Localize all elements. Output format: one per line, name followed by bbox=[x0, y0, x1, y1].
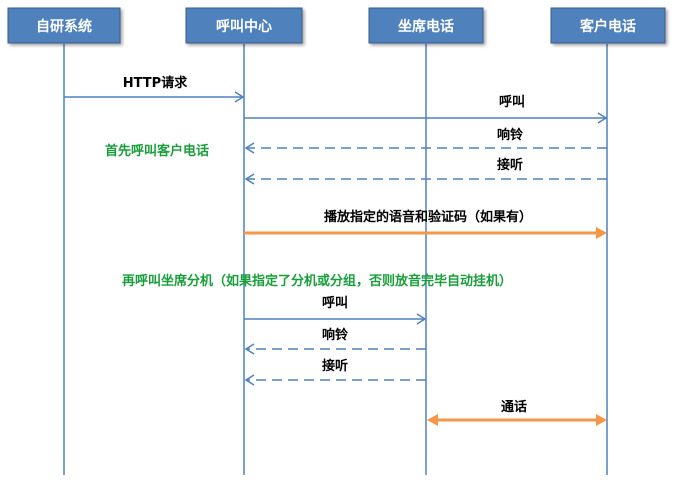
message-ring-seat-label: 响铃 bbox=[322, 327, 348, 343]
message-talk-label: 通话 bbox=[501, 399, 527, 415]
actor-callcenter: 呼叫中心 bbox=[185, 7, 303, 44]
arrowhead bbox=[234, 91, 245, 103]
arrowhead bbox=[244, 374, 255, 386]
message-ring-seat: 响铃 bbox=[244, 327, 426, 355]
message-play-voice-label: 播放指定的语音和验证码（如果有） bbox=[324, 209, 532, 225]
message-ring-customer: 响铃 bbox=[244, 127, 607, 154]
note-call-customer-first: 首先呼叫客户电话 bbox=[105, 143, 209, 159]
message-call-customer-label: 呼叫 bbox=[499, 94, 525, 110]
message-http-request-label: HTTP请求 bbox=[123, 75, 188, 91]
actor-seat-label: 坐席电话 bbox=[398, 18, 454, 35]
message-call-seat-label: 呼叫 bbox=[322, 295, 348, 311]
arrowhead-left bbox=[427, 414, 438, 426]
arrowhead-right bbox=[596, 414, 607, 426]
actor-self: 自研系统 bbox=[7, 7, 121, 44]
message-answer-seat: 接听 bbox=[244, 358, 426, 386]
message-call-seat: 呼叫 bbox=[244, 295, 427, 325]
arrowhead bbox=[244, 343, 255, 355]
message-answer-customer-label: 接听 bbox=[497, 157, 523, 173]
actor-self-label: 自研系统 bbox=[36, 18, 92, 35]
message-talk: 通话 bbox=[427, 399, 607, 426]
message-answer-seat-label: 接听 bbox=[322, 358, 348, 374]
actor-customer-label: 客户电话 bbox=[579, 18, 636, 35]
message-http-request: HTTP请求 bbox=[64, 75, 245, 103]
arrowhead bbox=[597, 112, 608, 124]
arrowhead bbox=[416, 313, 427, 325]
actor-callcenter-label: 呼叫中心 bbox=[216, 18, 272, 35]
message-call-customer: 呼叫 bbox=[244, 94, 608, 124]
actor-customer: 客户电话 bbox=[550, 7, 666, 44]
arrowhead bbox=[244, 173, 255, 185]
message-play-voice: 播放指定的语音和验证码（如果有） bbox=[244, 209, 607, 239]
message-answer-customer: 接听 bbox=[244, 157, 607, 185]
arrowhead bbox=[596, 227, 607, 239]
note-call-seat: 再呼叫坐席分机（如果指定了分机或分组，否则放音完毕自动挂机） bbox=[122, 273, 512, 289]
actor-seat: 坐席电话 bbox=[368, 7, 484, 44]
arrowhead bbox=[244, 142, 255, 154]
message-ring-customer-label: 响铃 bbox=[497, 127, 523, 143]
